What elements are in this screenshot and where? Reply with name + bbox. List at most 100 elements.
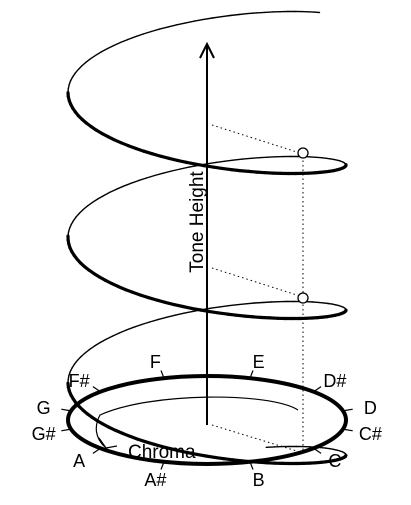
tone-height-label: Tone Height <box>187 171 208 273</box>
helix-segment <box>106 44 115 50</box>
helix-segment <box>170 168 182 172</box>
helix-segment <box>77 65 83 71</box>
note-tick <box>313 447 322 454</box>
helix-marker-upper <box>297 147 309 159</box>
helix-segment <box>220 14 232 18</box>
helix-segment <box>245 302 256 305</box>
note-label: A# <box>144 470 166 490</box>
note-tick <box>160 461 165 470</box>
helix-segment <box>68 223 73 230</box>
helix-segment <box>150 28 161 33</box>
helix-segment <box>193 18 205 22</box>
note-tick <box>313 386 322 393</box>
helix-segment <box>227 304 239 307</box>
tone-height-arrowhead <box>199 41 215 59</box>
helix-segment <box>145 174 156 179</box>
helix-segment <box>142 30 153 35</box>
helix-segment <box>69 367 73 373</box>
helix-segment <box>218 305 230 308</box>
helix-segment <box>236 303 247 306</box>
note-tick <box>92 386 101 393</box>
note-label: E <box>253 352 265 372</box>
helix-segment <box>88 345 96 351</box>
helix-segment <box>118 329 128 334</box>
helix-segment <box>317 301 325 304</box>
helix-segment <box>69 76 74 82</box>
helix-segment <box>250 156 261 160</box>
helix-segment <box>319 446 327 449</box>
helix-segment <box>75 212 81 218</box>
helix-segment <box>76 355 82 361</box>
projection-lines <box>211 124 304 453</box>
note-label: B <box>253 470 265 490</box>
helix-segment <box>137 177 148 182</box>
helix-segment <box>80 352 86 358</box>
helix-back-segments <box>67 10 347 457</box>
helix-segment <box>97 194 105 200</box>
helix-segment <box>102 191 111 197</box>
helix-segment <box>81 61 87 67</box>
helix-segment <box>202 17 214 21</box>
helix-segment <box>184 20 196 24</box>
helix-segment <box>82 205 89 211</box>
helix-segment <box>94 51 103 56</box>
helix-segment <box>206 161 217 165</box>
note-label: C <box>328 451 341 471</box>
chroma-label: Chroma <box>128 442 196 463</box>
chroma-arrowhead <box>98 437 118 449</box>
helix-front-segments <box>66 91 348 466</box>
helix-segment <box>162 170 173 174</box>
note-label: G <box>37 398 51 418</box>
helix-segment <box>153 172 164 177</box>
projection-line-upper-horizontal <box>211 124 301 154</box>
chroma-circle <box>66 374 348 466</box>
helix-segment <box>78 208 85 214</box>
helix-segment <box>86 201 94 207</box>
helix-segment <box>325 157 332 160</box>
helix-segment <box>73 359 79 365</box>
note-tick <box>342 408 353 412</box>
helix-segment <box>85 58 92 63</box>
projection-line-base <box>211 424 301 453</box>
note-tick <box>160 370 165 379</box>
helix-segment <box>74 68 79 75</box>
helix-segment <box>148 318 159 323</box>
helix-segment <box>262 301 272 304</box>
helix-segment <box>100 47 109 53</box>
helix-segment <box>322 302 329 305</box>
note-label: A <box>73 451 85 471</box>
helix-segment <box>324 447 331 450</box>
helix-segment <box>71 363 76 369</box>
helix-marker-lower <box>297 292 309 304</box>
helix-segment <box>263 11 274 14</box>
helix-segment <box>183 310 194 314</box>
helix-segment <box>258 156 269 159</box>
helix-segment <box>320 156 328 160</box>
note-tick <box>61 408 72 412</box>
helix-segment <box>72 216 77 222</box>
helix-segment <box>176 22 187 26</box>
helix-segment <box>233 158 244 161</box>
helix-segment <box>84 348 91 354</box>
helix-segment <box>93 341 101 347</box>
helix-segment <box>125 326 135 331</box>
helix-segment <box>134 33 144 38</box>
note-tick <box>61 428 72 432</box>
note-label: G# <box>32 424 56 444</box>
helix-segment <box>255 11 266 14</box>
helix-segment <box>71 72 76 78</box>
helix-segment <box>238 12 249 16</box>
note-label: C# <box>359 424 382 444</box>
helix-segment <box>99 338 107 344</box>
helix-segment <box>122 182 132 187</box>
note-tick <box>249 370 254 379</box>
helix-segment <box>89 54 97 60</box>
helix-segment <box>158 26 169 30</box>
helix-segment <box>215 160 226 164</box>
note-ticks <box>61 370 353 470</box>
helix-segment <box>133 323 143 328</box>
helix-segment <box>105 335 114 340</box>
helix-segment <box>119 38 129 44</box>
note-labels: CC#DD#EFF#GG#AA#B <box>32 352 382 490</box>
